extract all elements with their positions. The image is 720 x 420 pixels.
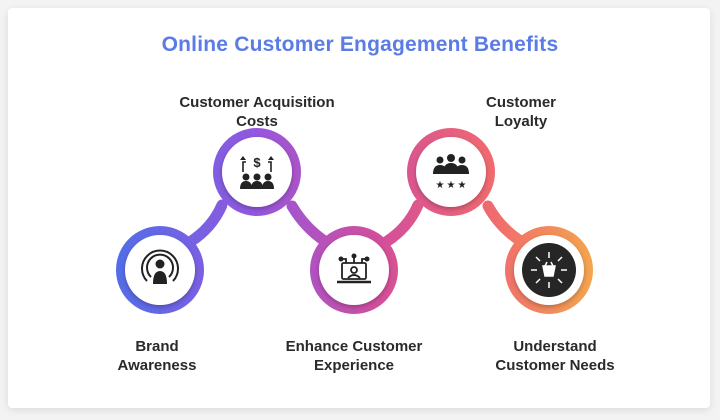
label-brand-awareness: Brand Awareness	[117, 338, 197, 374]
connector-2-3	[286, 200, 332, 248]
node-customer-loyalty: ★ ★ ★	[407, 128, 495, 216]
svg-text:★: ★	[447, 180, 456, 191]
label-enhance-customer-experience: Enhance Customer Experience	[285, 338, 423, 374]
laptop-user-icon	[337, 253, 371, 284]
node-understand-customer-needs	[505, 226, 593, 314]
label-understand-customer-needs: Understand Customer Needs	[495, 338, 615, 374]
cost-people-icon: $	[240, 155, 274, 189]
node-enhance-customer-experience	[310, 226, 398, 314]
connector-3-4	[380, 199, 424, 248]
svg-text:★: ★	[436, 180, 445, 191]
label-customer-loyalty: Customer Loyalty	[485, 94, 556, 130]
basket-arrows-icon	[531, 252, 567, 288]
diagram-title: Online Customer Engagement Benefits	[161, 33, 559, 56]
svg-text:★: ★	[458, 180, 467, 191]
label-customer-acquisition-costs: Customer Acquisition Costs	[179, 94, 335, 130]
connector-1-2	[184, 199, 228, 248]
connector-4-5	[482, 200, 528, 248]
node-brand-awareness	[116, 226, 204, 314]
node-customer-acquisition-costs: $	[213, 128, 301, 216]
broadcast-user-icon	[141, 249, 179, 284]
group-stars-icon: ★ ★ ★	[433, 154, 469, 191]
card-background	[8, 8, 710, 408]
svg-text:$: $	[253, 155, 261, 170]
